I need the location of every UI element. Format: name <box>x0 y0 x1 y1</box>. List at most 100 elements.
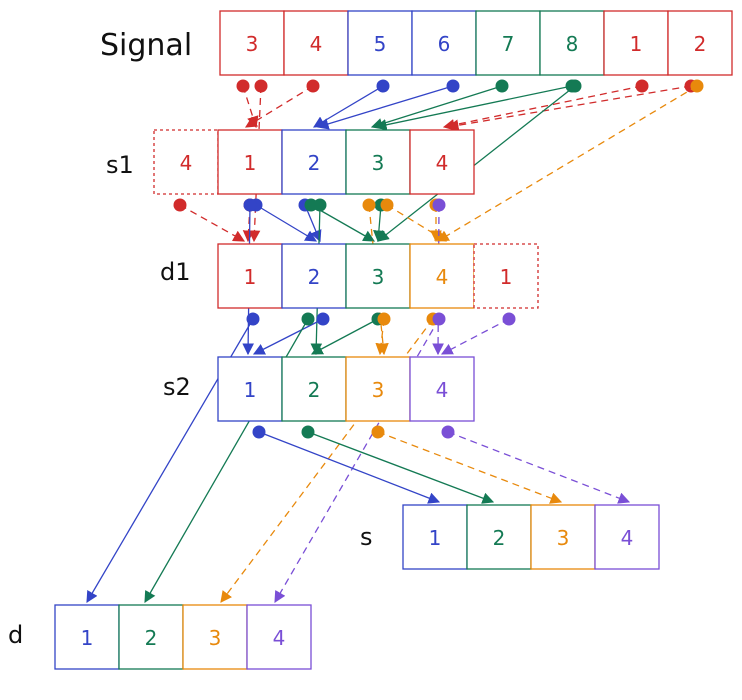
connection-arrow <box>377 85 576 242</box>
cell-value: 7 <box>502 32 515 56</box>
cell-d1-4: 1 <box>473 243 539 309</box>
connection-dot <box>432 312 446 326</box>
connection-signal-1-to-s1-1 <box>245 79 320 128</box>
cell-signal-6: 1 <box>603 10 669 76</box>
cell-value: 1 <box>244 265 257 289</box>
cell-box <box>283 10 349 76</box>
cell-value: 2 <box>308 378 321 402</box>
cell-value: 4 <box>180 151 193 175</box>
cell-s2-2: 3 <box>345 356 411 422</box>
connections-layer <box>86 79 704 604</box>
cell-value: 3 <box>246 32 259 56</box>
row-label-signal: Signal <box>100 28 192 63</box>
connection-arrow <box>252 318 324 355</box>
cell-signal-4: 7 <box>475 10 541 76</box>
connection-arrow <box>316 85 454 130</box>
cell-box <box>473 243 539 309</box>
cell-value: 2 <box>694 32 707 56</box>
cell-value: 3 <box>372 151 385 175</box>
row-label-d: d <box>8 621 23 649</box>
connection-dot <box>173 198 187 212</box>
connection-dot <box>635 79 649 93</box>
cell-value: 2 <box>145 626 158 650</box>
cell-value: 4 <box>310 32 323 56</box>
cell-box <box>409 243 475 309</box>
cell-value: 4 <box>436 151 449 175</box>
cell-value: 1 <box>244 151 257 175</box>
cell-value: 6 <box>438 32 451 56</box>
cell-value: 1 <box>500 265 513 289</box>
cell-box <box>402 504 468 570</box>
connection-signal-4-to-s1-3 <box>370 79 509 130</box>
cell-d1-2: 3 <box>345 243 411 309</box>
cell-value: 2 <box>308 151 321 175</box>
cell-d-0: 1 <box>54 604 120 670</box>
connection-dot <box>301 312 315 326</box>
row-label-s1: s1 <box>106 151 134 179</box>
connection-s1-0-to-d1-0 <box>173 198 246 242</box>
cell-box <box>281 356 347 422</box>
connection-dot <box>243 198 257 212</box>
connection-dot <box>301 425 315 439</box>
cell-value: 3 <box>557 526 570 550</box>
connection-dot <box>371 425 385 439</box>
row-label-s2: s2 <box>163 373 191 401</box>
connection-signal-2-to-s1-2 <box>312 79 390 128</box>
connection-s2-2-to-s-2 <box>371 425 563 504</box>
cell-s-0: 1 <box>402 504 468 570</box>
cell-s-3: 4 <box>594 504 660 570</box>
connection-dot <box>495 79 509 93</box>
connection-d1-2-to-s2-2 <box>375 312 391 356</box>
connection-arrow <box>307 431 495 504</box>
connection-arrow <box>377 431 563 504</box>
connection-dot <box>432 198 446 212</box>
cell-value: 2 <box>308 265 321 289</box>
cell-signal-7: 2 <box>667 10 733 76</box>
cell-box <box>347 10 413 76</box>
connection-s2-1-to-s-1 <box>301 425 495 504</box>
cell-s2-0: 1 <box>217 356 283 422</box>
connection-dot <box>380 198 394 212</box>
cell-value: 4 <box>621 526 634 550</box>
cell-box <box>219 10 285 76</box>
cell-value: 4 <box>436 265 449 289</box>
cell-box <box>281 243 347 309</box>
connection-dot <box>306 79 320 93</box>
connection-arrow <box>442 85 643 131</box>
cell-box <box>217 129 283 195</box>
cell-box <box>594 504 660 570</box>
cell-d1-0: 1 <box>217 243 283 309</box>
connection-dot <box>377 312 391 326</box>
cell-signal-3: 6 <box>411 10 477 76</box>
connection-arrow <box>255 204 318 242</box>
row-s1: 4 1 2 3 4 <box>153 129 475 195</box>
connection-signal-3-to-s1-2 <box>316 79 460 130</box>
connection-d1-1-to-s2-0 <box>252 312 330 355</box>
cell-d-1: 2 <box>118 604 184 670</box>
cell-s2-1: 2 <box>281 356 347 422</box>
connection-s2-0-to-s-0 <box>252 425 441 504</box>
labels-layer: Signal s1 d1 s2 s d <box>8 28 373 649</box>
connection-dot <box>304 198 318 212</box>
cell-box <box>246 604 312 670</box>
connection-dot <box>362 198 376 212</box>
cell-value: 3 <box>372 378 385 402</box>
connection-dot <box>252 425 266 439</box>
connection-dot <box>236 79 250 93</box>
cell-s1-1: 1 <box>217 129 283 195</box>
cell-box <box>409 356 475 422</box>
cell-signal-1: 4 <box>283 10 349 76</box>
cell-s1-2: 2 <box>281 129 347 195</box>
row-label-s: s <box>360 523 373 551</box>
connection-arrow <box>245 85 314 128</box>
cell-box <box>539 10 605 76</box>
cell-value: 1 <box>244 378 257 402</box>
connection-dot <box>246 312 260 326</box>
cell-value: 5 <box>374 32 387 56</box>
connection-s1-3-to-d1-3 <box>380 198 447 242</box>
